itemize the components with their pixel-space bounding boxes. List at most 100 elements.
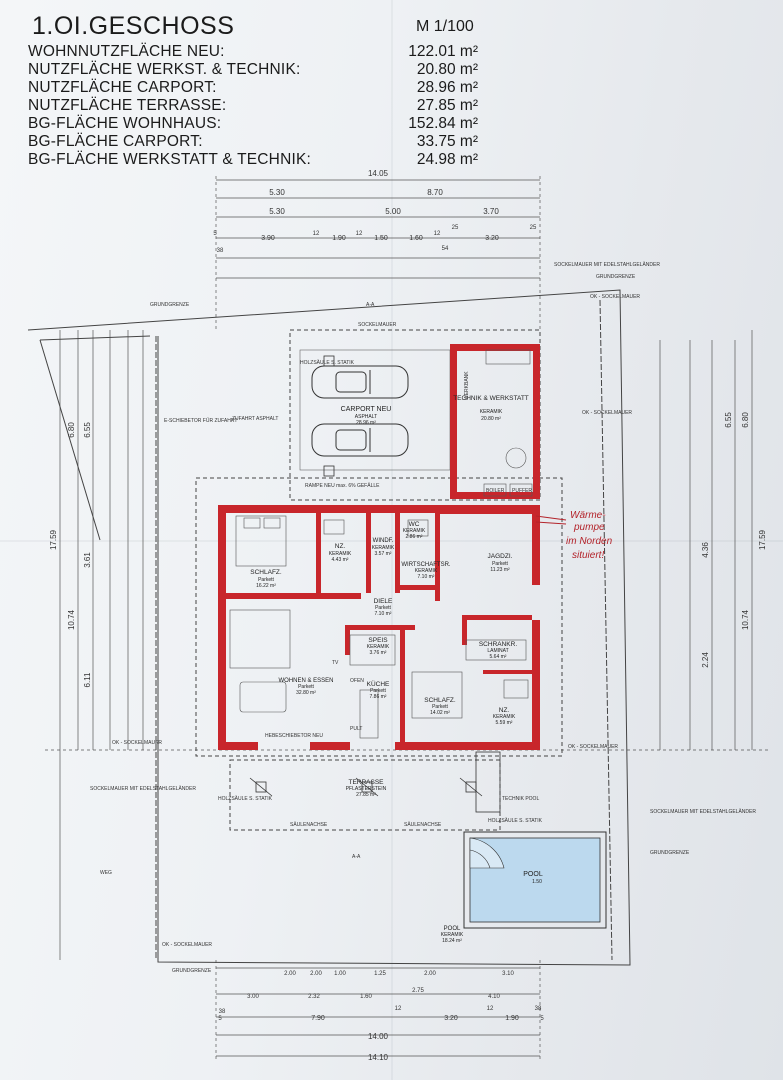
paper-fold [0, 540, 783, 542]
room-area: 3.76 m² [370, 650, 387, 656]
dim-label: 5 [213, 231, 217, 237]
room-area: 7.86 m² [370, 694, 387, 700]
pool-depth: 1.50 [532, 879, 542, 885]
area-row: BG-FLÄCHE WERKSTATT & TECHNIK:24.98 m² [28, 151, 488, 170]
pool: POOL 1.50 [463, 831, 607, 929]
dim-label: 3.00 [247, 994, 259, 1000]
dim-label: 2.24 [701, 652, 710, 668]
area-label: BG-FLÄCHE WOHNHAUS: [28, 115, 222, 132]
dim-label: 2.00 [310, 971, 322, 977]
dim-label: 25 [530, 225, 537, 231]
room-area: 7.10 m² [375, 611, 392, 617]
floor-plan: 14.05 5.30 8.70 5.30 5.00 3.70 5 3.90 12… [27, 170, 770, 1062]
area-value: 33.75 m² [416, 133, 478, 150]
area-label: BG-FLÄCHE WERKSTATT & TECHNIK: [28, 151, 312, 168]
ok-sockelmauer-label: OK - SOCKELMAUER [582, 410, 632, 416]
area-row: NUTZFLÄCHE TERRASSE:27.85 m² [28, 97, 488, 116]
room-material: Parkett [492, 561, 508, 567]
dim-label: 1.90 [332, 235, 346, 242]
sockelmauer-label: SOCKELMAUER [358, 322, 397, 328]
area-label: WOHNNUTZFLÄCHE NEU: [28, 43, 225, 60]
room-material: KERAMIK [415, 568, 438, 574]
section-marker: A-A [352, 854, 361, 860]
dim-label: 3.90 [261, 235, 275, 242]
dim-label: 6.55 [724, 412, 733, 428]
dim-label: 12 [487, 1006, 494, 1012]
room-material: KERAMIK [367, 644, 390, 650]
floor-title: 1.OI.GESCHOSS [32, 12, 235, 40]
room-area: 3.57 m² [375, 551, 392, 557]
dim-total-14-10: 14.10 [368, 1053, 389, 1062]
plan-header: 1.OI.GESCHOSS M 1/100 WOHNNUTZFLÄCHE NEU… [28, 10, 748, 170]
dim-label: 3.61 [83, 552, 92, 568]
sockelmauer-edel-label: SOCKELMAUER MIT EDELSTAHLGELÄNDER [554, 261, 660, 268]
interior-lines [229, 349, 533, 739]
dim-label: 3.20 [485, 235, 499, 242]
area-value: 20.80 m² [416, 61, 478, 78]
saeulenachse-label: SÄULENACHSE [404, 821, 442, 828]
dim-label: 3.70 [483, 207, 499, 216]
room-name: SPEIS [368, 637, 388, 644]
dim-total-right: 17.59 [758, 529, 767, 550]
dim-label: 7.90 [311, 1015, 325, 1022]
scale-label: M 1/100 [416, 18, 474, 35]
grundgrenze-label: GRUNDGRENZE [150, 302, 190, 308]
car-icon [311, 365, 409, 399]
pult-label: PULT [350, 726, 362, 732]
room-material: LAMINAT [487, 648, 508, 654]
area-label: NUTZFLÄCHE CARPORT: [28, 79, 217, 96]
sockelmauer-edel-label: SOCKELMAUER MIT EDELSTAHLGELÄNDER [90, 785, 196, 792]
room-name: WIRTSCHAFTSR. [401, 562, 451, 568]
handwritten-note: Wärme- pumpe im Norden situiert! [535, 510, 613, 561]
dim-label: 5 [540, 1016, 544, 1022]
saeulenachse-label: SÄULENACHSE [290, 821, 328, 828]
ok-sockelmauer-label: OK - SOCKELMAUER [590, 294, 640, 300]
car-icon [311, 423, 409, 457]
room-name: TERRASSE [348, 779, 384, 786]
sockelmauer-edel-label: SOCKELMAUER MIT EDELSTAHLGELÄNDER [650, 808, 756, 815]
holzsaeule-label: HOLZSÄULE S. STATIK [488, 817, 543, 824]
area-row: WOHNNUTZFLÄCHE NEU:122.01 m² [28, 43, 488, 62]
ok-sockelmauer-label: OK - SOCKELMAUER [568, 744, 618, 750]
tv-label: TV [332, 660, 339, 666]
dim-label: 25 [452, 225, 459, 231]
room-material: KERAMIK [480, 409, 503, 415]
room-area: 11.23 m² [490, 567, 510, 573]
dim-label: 12 [395, 1006, 402, 1012]
top-dimension-labels: 14.05 5.30 8.70 5.30 5.00 3.70 5 3.90 12… [213, 170, 537, 254]
dim-total-left: 17.59 [49, 529, 58, 550]
room-area: 27.85 m² [356, 792, 376, 798]
area-row: BG-FLÄCHE WOHNHAUS: 152.84 m² [28, 115, 488, 134]
room-name: CARPORT NEU [341, 406, 392, 413]
dim-label: 1.00 [334, 971, 346, 977]
room-material: Parkett [258, 577, 274, 583]
area-label: BG-FLÄCHE CARPORT: [28, 133, 203, 150]
dim-label: 6.80 [67, 422, 76, 438]
area-value: 152.84 m² [408, 115, 478, 132]
dim-label: 10.74 [67, 609, 76, 630]
dim-label: 12 [434, 231, 441, 237]
dim-label: 6.55 [83, 422, 92, 438]
property-outline [27, 289, 631, 966]
dim-label: 1.25 [374, 971, 386, 977]
handwriting-line: pumpe [573, 522, 605, 533]
dim-label: 3.20 [444, 1015, 458, 1022]
dim-label: 38 [219, 1009, 226, 1015]
dim-label: 10.74 [741, 609, 750, 630]
room-name: NZ. [499, 707, 510, 714]
room-name: WINDF. [373, 538, 394, 544]
room-material: PFLASTERSTEIN [346, 786, 387, 792]
room-material: Parkett [370, 688, 386, 694]
hebeschiebetor-label: HEBESCHIEBETOR NEU [265, 733, 323, 739]
room-name: KÜCHE [367, 680, 390, 688]
handwriting-line: situiert! [572, 550, 604, 561]
ok-sockelmauer-label: OK - SOCKELMAUER [112, 740, 162, 746]
carport: CARPORT NEU ASPHALT 28.96 m² [299, 349, 451, 471]
dim-total-top: 14.05 [368, 170, 389, 178]
room-material: ASPHALT [355, 414, 377, 420]
technik-pool-label: TECHNIK POOL [502, 796, 539, 802]
dim-label: 6.11 [83, 672, 92, 688]
ok-sockelmauer-label: OK - SOCKELMAUER [162, 942, 212, 948]
room-name: JAGDZI. [488, 553, 513, 560]
